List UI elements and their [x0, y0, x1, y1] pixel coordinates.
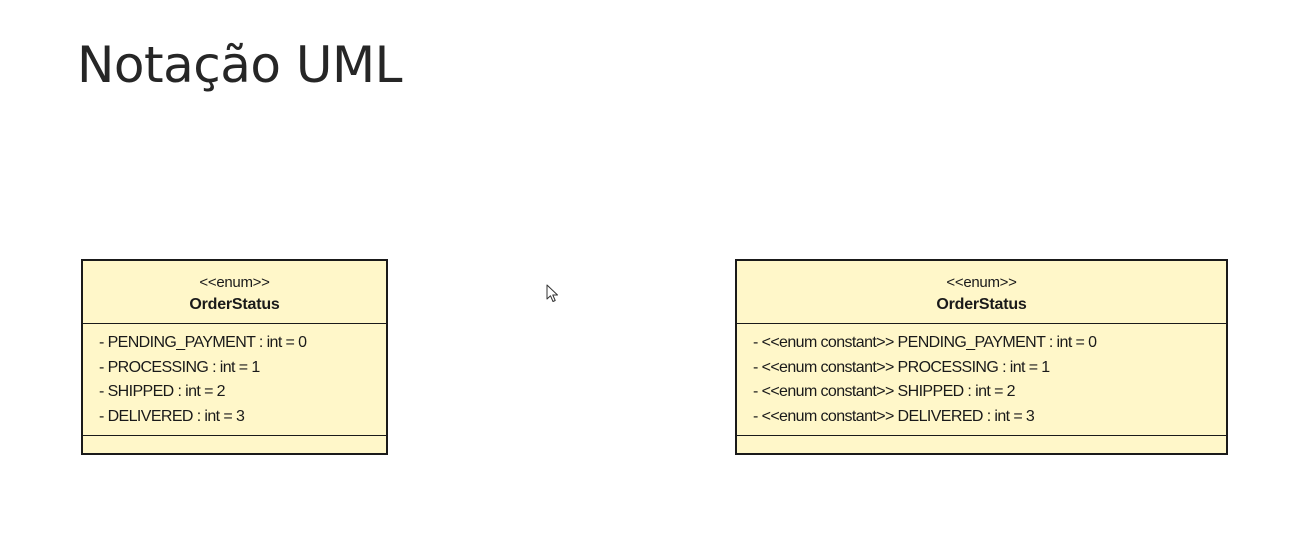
uml-class-name: OrderStatus	[936, 296, 1027, 313]
uml-attribute: - PROCESSING : int = 1	[99, 358, 260, 376]
uml-enum-class-with-stereotypes: <<enum>> OrderStatus - <<enum constant>>…	[735, 259, 1228, 455]
uml-operations-compartment	[83, 436, 386, 453]
uml-class-header: <<enum>> OrderStatus	[83, 261, 386, 324]
uml-attribute: - <<enum constant>> PENDING_PAYMENT : in…	[753, 334, 1097, 351]
uml-attribute: - <<enum constant>> SHIPPED : int = 2	[753, 383, 1016, 400]
uml-stereotype: <<enum>>	[199, 274, 270, 291]
uml-operations-compartment	[737, 436, 1226, 453]
uml-enum-class-simple: <<enum>> OrderStatus - PENDING_PAYMENT :…	[81, 259, 388, 455]
uml-attributes-compartment: - <<enum constant>> PENDING_PAYMENT : in…	[737, 324, 1226, 436]
uml-attribute: - PENDING_PAYMENT : int = 0	[99, 334, 307, 351]
uml-attribute: - <<enum constant>> PROCESSING : int = 1	[753, 358, 1050, 376]
uml-attribute: - SHIPPED : int = 2	[99, 383, 226, 400]
slide-title: Notação UML	[77, 36, 402, 94]
uml-attribute: - DELIVERED : int = 3	[99, 407, 245, 425]
uml-attributes-compartment: - PENDING_PAYMENT : int = 0 - PROCESSING…	[83, 324, 386, 436]
uml-stereotype: <<enum>>	[946, 274, 1017, 291]
uml-attribute: - <<enum constant>> DELIVERED : int = 3	[753, 407, 1035, 425]
mouse-pointer-icon	[546, 284, 558, 302]
uml-class-header: <<enum>> OrderStatus	[737, 261, 1226, 324]
uml-class-name: OrderStatus	[189, 296, 280, 313]
